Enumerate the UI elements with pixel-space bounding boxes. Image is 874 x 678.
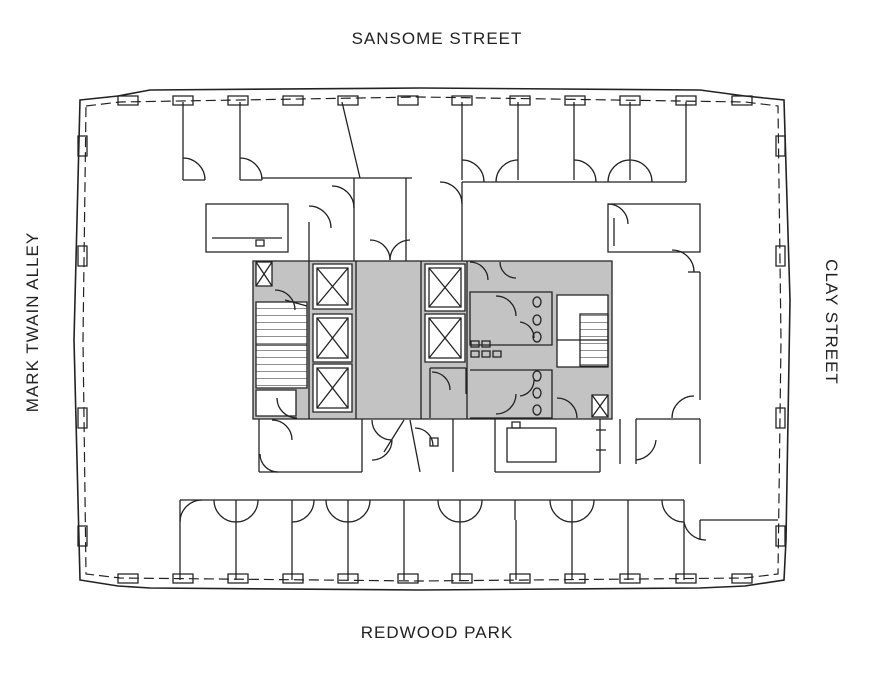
west-columns xyxy=(78,136,87,546)
elevator-bank-east xyxy=(425,264,465,362)
north-street-label: SANSOME STREET xyxy=(351,29,523,48)
west-stair xyxy=(256,262,307,416)
west-north-room xyxy=(206,204,288,252)
east-columns xyxy=(776,136,785,546)
restrooms xyxy=(430,292,552,418)
north-offices xyxy=(183,102,686,261)
elevator-bank-west xyxy=(313,264,352,412)
south-offices xyxy=(180,500,778,580)
south-street-label: REDWOOD PARK xyxy=(360,623,514,642)
east-stair xyxy=(557,295,608,418)
south-core-rooms xyxy=(259,419,700,472)
east-north-room xyxy=(608,204,700,418)
south-columns xyxy=(118,574,752,583)
building-core xyxy=(253,261,612,419)
